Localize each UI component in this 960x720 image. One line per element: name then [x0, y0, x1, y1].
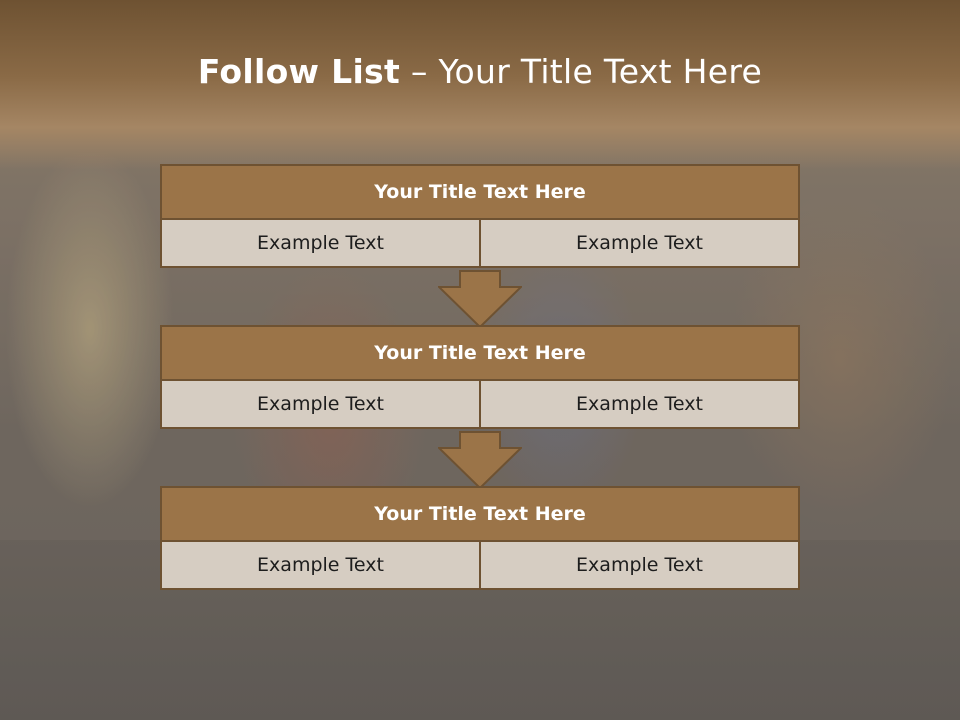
step-1-cell-right: Example Text: [479, 220, 798, 266]
slide-title: Follow List – Your Title Text Here: [0, 52, 960, 91]
step-title-3: Your Title Text Here: [160, 486, 800, 542]
step-block-2: Your Title Text Here Example Text Exampl…: [160, 325, 800, 429]
step-row-1: Example Text Example Text: [160, 220, 800, 268]
step-3-cell-right: Example Text: [479, 542, 798, 588]
step-3-cell-left: Example Text: [162, 542, 479, 588]
step-row-2: Example Text Example Text: [160, 381, 800, 429]
down-arrow-icon: [438, 270, 522, 328]
slide-title-bold: Follow List: [197, 52, 401, 91]
step-block-1: Your Title Text Here Example Text Exampl…: [160, 164, 800, 268]
title-band: [0, 0, 960, 170]
step-row-3: Example Text Example Text: [160, 542, 800, 590]
step-2-cell-right: Example Text: [479, 381, 798, 427]
step-title-2: Your Title Text Here: [160, 325, 800, 381]
step-title-1: Your Title Text Here: [160, 164, 800, 220]
down-arrow-icon: [438, 431, 522, 489]
slide-title-rest: – Your Title Text Here: [400, 52, 763, 91]
step-block-3: Your Title Text Here Example Text Exampl…: [160, 486, 800, 590]
step-2-cell-left: Example Text: [162, 381, 479, 427]
step-1-cell-left: Example Text: [162, 220, 479, 266]
